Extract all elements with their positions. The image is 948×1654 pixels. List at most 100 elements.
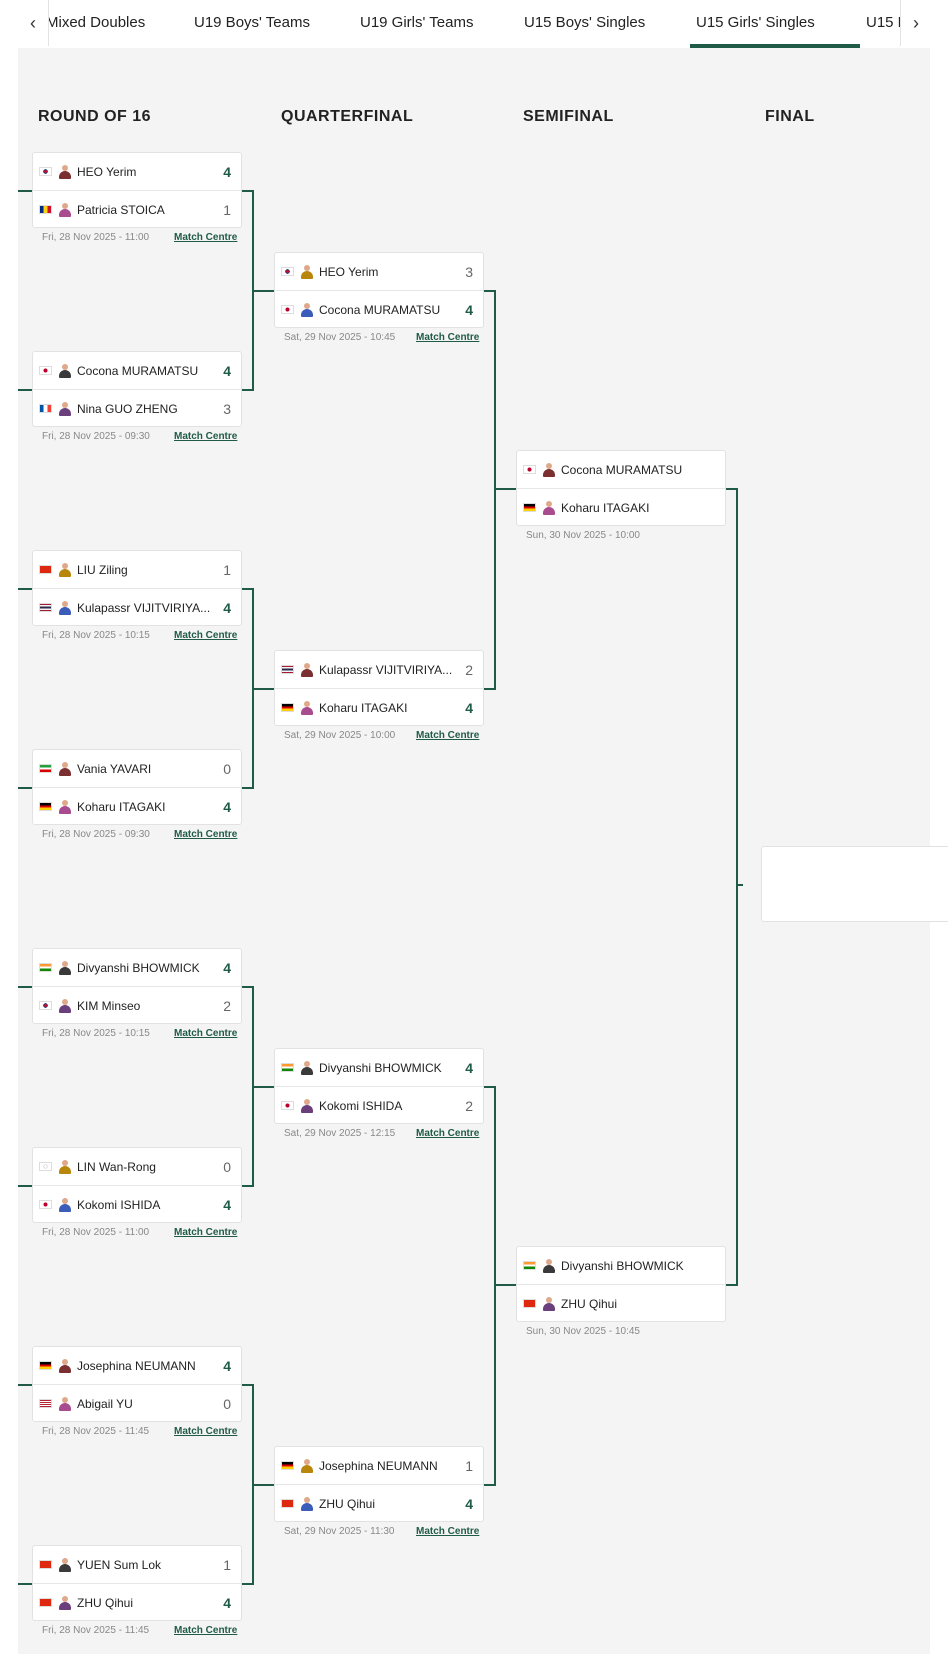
chevron-right-icon: › bbox=[913, 12, 919, 33]
match-centre-link[interactable]: Match Centre bbox=[174, 1028, 238, 1039]
player-score: 3 bbox=[223, 400, 231, 417]
player-avatar-icon bbox=[301, 662, 313, 677]
country-flag-icon bbox=[281, 1063, 294, 1072]
scroll-right-button[interactable]: › bbox=[900, 0, 931, 46]
player-score: 1 bbox=[223, 561, 231, 578]
tab-u19-girls-teams[interactable]: U19 Girls' Teams bbox=[360, 14, 474, 31]
player-avatar-icon bbox=[543, 462, 555, 477]
card-divider bbox=[33, 1185, 241, 1186]
match-centre-link[interactable]: Match Centre bbox=[174, 431, 238, 442]
match-centre-link[interactable]: Match Centre bbox=[174, 630, 238, 641]
match-centre-link[interactable]: Match Centre bbox=[416, 332, 480, 343]
player-row[interactable]: Kulapassr VIJITVIRIYA...2 bbox=[275, 651, 483, 688]
match-centre-link[interactable]: Match Centre bbox=[174, 1227, 238, 1238]
round-heading-sf: SEMIFINAL bbox=[523, 108, 614, 125]
round-heading-qf: QUARTERFINAL bbox=[281, 108, 414, 125]
match-centre-link[interactable]: Match Centre bbox=[416, 1526, 480, 1537]
bracket-connector bbox=[242, 389, 254, 391]
player-row[interactable]: Cocona MURAMATSU bbox=[517, 451, 725, 488]
card-divider bbox=[33, 986, 241, 987]
player-score: 4 bbox=[465, 1495, 473, 1512]
match-centre-link[interactable]: Match Centre bbox=[416, 730, 480, 741]
country-flag-icon bbox=[39, 1399, 52, 1408]
tab-u19-boys-teams[interactable]: U19 Boys' Teams bbox=[194, 14, 310, 31]
tab-mixed-doubles[interactable]: Mixed Doubles bbox=[46, 14, 146, 31]
player-row[interactable]: ZHU Qihui bbox=[517, 1285, 725, 1322]
country-flag-icon bbox=[39, 802, 52, 811]
player-score: 4 bbox=[223, 599, 231, 616]
tab-u15-boys-doubles[interactable]: U15 B bbox=[866, 14, 908, 31]
player-avatar-icon bbox=[59, 600, 71, 615]
match-centre-link[interactable]: Match Centre bbox=[174, 829, 238, 840]
player-score: 2 bbox=[465, 661, 473, 678]
country-flag-icon bbox=[39, 1361, 52, 1370]
player-name: YUEN Sum Lok bbox=[77, 1557, 162, 1572]
match-centre-link[interactable]: Match Centre bbox=[174, 1625, 238, 1636]
player-avatar-icon bbox=[59, 363, 71, 378]
country-flag-icon bbox=[39, 963, 52, 972]
bracket-connector bbox=[494, 488, 516, 490]
player-row[interactable]: Koharu ITAGAKI bbox=[517, 489, 725, 526]
final-match-card[interactable] bbox=[761, 846, 948, 922]
tab-u15-boys-singles[interactable]: U15 Boys' Singles bbox=[524, 14, 646, 31]
bracket-connector bbox=[18, 787, 32, 789]
match-card[interactable]: Cocona MURAMATSU Koharu ITAGAKI bbox=[516, 450, 726, 526]
bracket-connector bbox=[484, 1086, 496, 1088]
player-name: HEO Yerim bbox=[77, 164, 137, 179]
tab-u15-girls-singles[interactable]: U15 Girls' Singles bbox=[696, 14, 815, 31]
bracket-connector bbox=[736, 488, 738, 1286]
match-date: Sat, 29 Nov 2025 - 10:00 bbox=[284, 730, 396, 741]
player-row[interactable]: Divyanshi BHOWMICK bbox=[517, 1247, 725, 1284]
country-flag-icon bbox=[281, 267, 294, 276]
card-divider bbox=[275, 290, 483, 291]
player-name: Koharu ITAGAKI bbox=[561, 500, 650, 515]
match-centre-link[interactable]: Match Centre bbox=[416, 1128, 480, 1139]
bracket-connector bbox=[18, 1583, 32, 1585]
country-flag-icon bbox=[281, 1499, 294, 1508]
player-avatar-icon bbox=[543, 1258, 555, 1273]
scroll-left-button[interactable]: ‹ bbox=[18, 0, 49, 46]
match-centre-link[interactable]: Match Centre bbox=[174, 1426, 238, 1437]
bracket-connector bbox=[242, 986, 254, 988]
player-row[interactable]: Kulapassr VIJITVIRIYA...4 bbox=[33, 589, 241, 626]
match-centre-link[interactable]: Match Centre bbox=[174, 232, 238, 243]
